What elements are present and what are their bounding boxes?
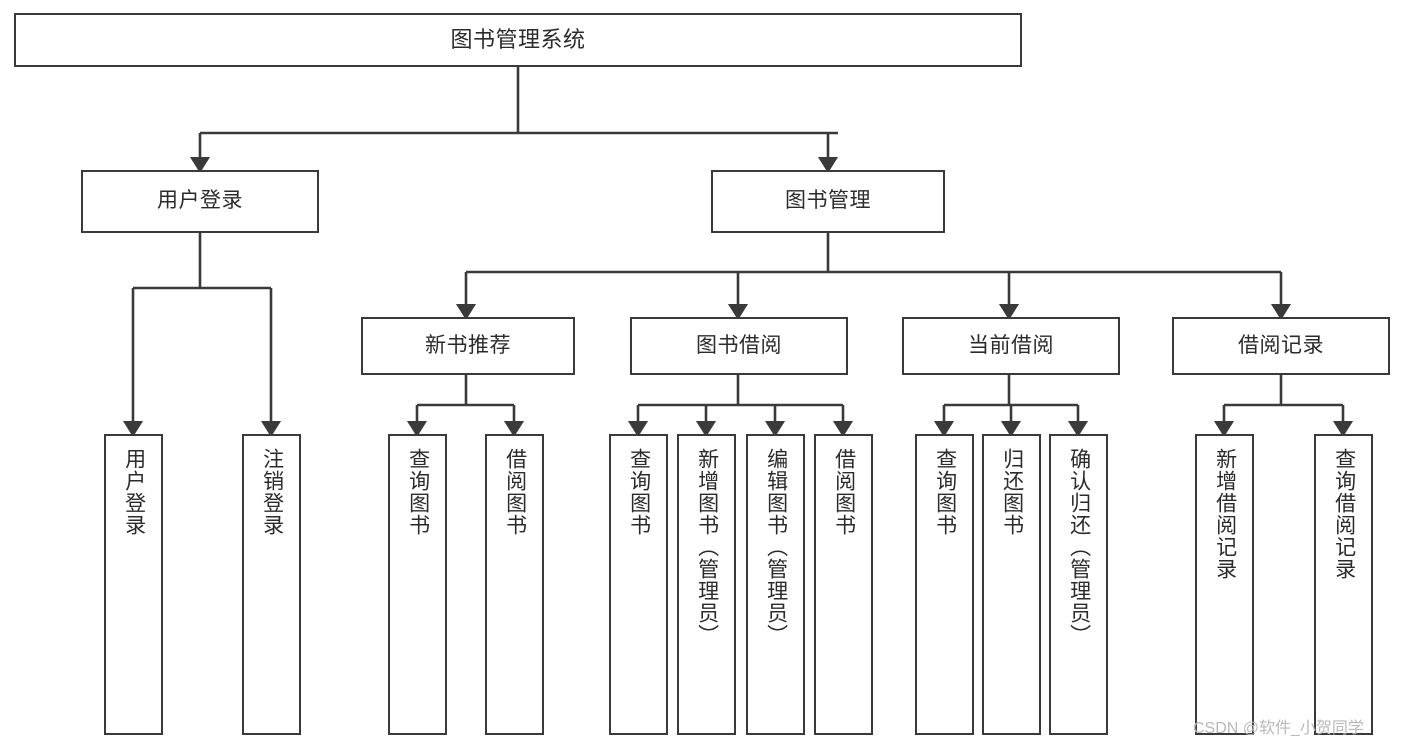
- node-label: 新增图书（管理员）: [695, 448, 719, 646]
- leaf-recommend-borrow-book[interactable]: 借阅图书: [485, 434, 544, 735]
- node-label: 图书借阅: [696, 333, 782, 357]
- leaf-borrow-add-book-admin[interactable]: 新增图书（管理员）: [677, 434, 736, 735]
- leaf-borrow-borrow-book[interactable]: 借阅图书: [814, 434, 873, 735]
- node-label: 借阅记录: [1238, 333, 1324, 357]
- node-label: 当前借阅: [968, 333, 1054, 357]
- watermark: CSDN @软件_小贺同学: [1193, 720, 1364, 737]
- leaf-current-confirm-return-admin[interactable]: 确认归还（管理员）: [1049, 434, 1108, 735]
- node-new-book-recommend[interactable]: 新书推荐: [361, 317, 575, 375]
- node-label: 用户登录: [157, 189, 243, 213]
- node-label: 确认归还（管理员）: [1067, 448, 1091, 646]
- node-label: 借阅图书: [832, 448, 856, 536]
- leaf-current-query-book[interactable]: 查询图书: [915, 434, 974, 735]
- node-label: 注销登录: [260, 448, 284, 536]
- node-label: 新增借阅记录: [1213, 448, 1237, 580]
- node-book-borrow[interactable]: 图书借阅: [630, 317, 848, 375]
- node-label: 查询借阅记录: [1332, 448, 1356, 580]
- node-label: 查询图书: [933, 448, 957, 536]
- node-borrow-record[interactable]: 借阅记录: [1172, 317, 1390, 375]
- node-label: 编辑图书（管理员）: [764, 448, 788, 646]
- node-label: 归还图书: [1000, 448, 1024, 536]
- node-book-management[interactable]: 图书管理: [711, 170, 945, 233]
- leaf-record-add-borrow-record[interactable]: 新增借阅记录: [1195, 434, 1254, 735]
- node-current-borrow[interactable]: 当前借阅: [902, 317, 1120, 375]
- node-label: 图书管理: [785, 189, 871, 213]
- leaf-borrow-query-book[interactable]: 查询图书: [609, 434, 668, 735]
- leaf-borrow-edit-book-admin[interactable]: 编辑图书（管理员）: [746, 434, 805, 735]
- node-label: 新书推荐: [425, 333, 511, 357]
- node-label: 图书管理系统: [450, 27, 586, 53]
- node-user-login[interactable]: 用户登录: [81, 170, 319, 233]
- leaf-current-return-book[interactable]: 归还图书: [982, 434, 1041, 735]
- node-label: 借阅图书: [503, 448, 527, 536]
- node-label: 查询图书: [627, 448, 651, 536]
- leaf-user-login[interactable]: 用户登录: [104, 434, 163, 735]
- leaf-user-logout[interactable]: 注销登录: [242, 434, 301, 735]
- leaf-recommend-query-book[interactable]: 查询图书: [388, 434, 447, 735]
- node-label: 查询图书: [406, 448, 430, 536]
- node-root-system[interactable]: 图书管理系统: [14, 13, 1022, 67]
- node-label: 用户登录: [122, 448, 146, 536]
- leaf-record-query-borrow-record[interactable]: 查询借阅记录: [1314, 434, 1373, 735]
